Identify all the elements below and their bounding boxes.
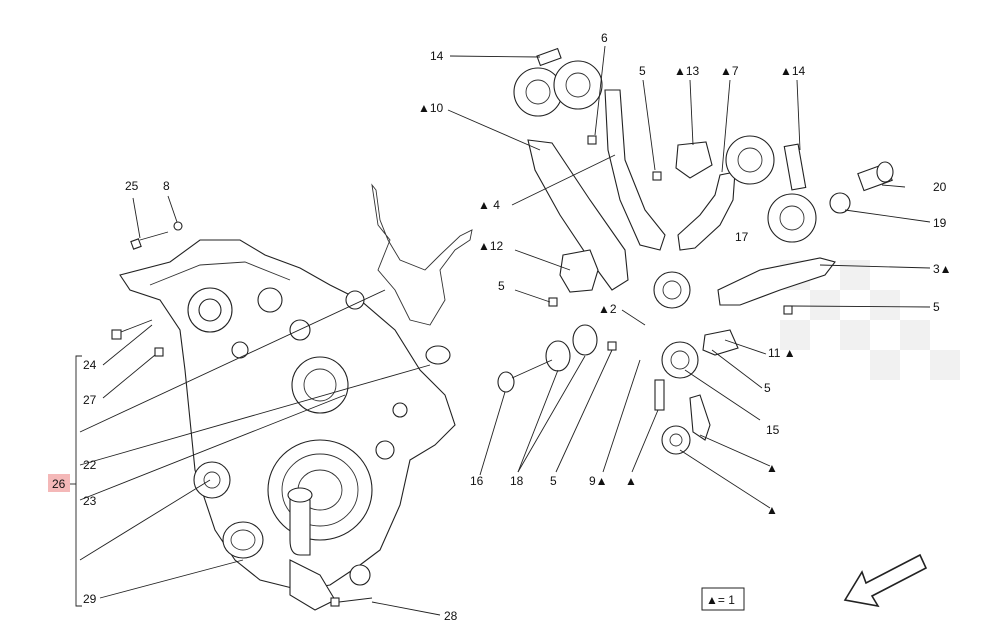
callout-26: 26 (52, 477, 66, 491)
nut-27 (154, 347, 164, 357)
callout-29: 29 (83, 592, 97, 606)
callout-8: 8 (163, 179, 170, 193)
triangle-marker-3: ▲ (766, 503, 778, 517)
callout-6: 6 (601, 31, 608, 45)
tensioner-11 (702, 329, 739, 356)
bolt-5b (548, 297, 558, 307)
watermark-flag (780, 260, 960, 380)
bolt-24 (111, 319, 153, 340)
callout-9: 9▲ (589, 474, 608, 488)
callout-5-top: 5 (639, 64, 646, 78)
bolt-5d (607, 341, 617, 351)
callout-12: ▲12 (478, 239, 504, 253)
bolt-28 (330, 597, 373, 607)
oil-pump-sprocket (661, 425, 691, 455)
callout-11: 11 ▲ (768, 346, 796, 360)
crank-sprocket (653, 271, 699, 379)
callout-15: 15 (766, 423, 780, 437)
callout-3: 3▲ (933, 262, 952, 276)
triangle-marker-2: ▲ (766, 461, 778, 475)
callout-4: ▲ 4 (478, 198, 500, 212)
callout-27: 27 (83, 393, 97, 407)
chain-link-14-right (783, 143, 807, 191)
direction-arrow-icon (843, 553, 928, 608)
callout-23: 23 (83, 494, 97, 508)
callout-26-highlight (48, 474, 70, 492)
callout-10: ▲10 (418, 101, 444, 115)
callout-24: 24 (83, 358, 97, 372)
guide-rail-10 (527, 139, 629, 291)
callout-14-right: ▲14 (780, 64, 806, 78)
callout-14: 14 (430, 49, 444, 63)
shaft-16 (497, 359, 553, 393)
callout-16: 16 (470, 474, 484, 488)
guide-15 (689, 394, 711, 441)
callout-2: ▲2 (598, 302, 617, 316)
bolt-25 (130, 231, 169, 250)
callout-5-bottom: 5 (550, 474, 557, 488)
callout-17: 17 (735, 230, 749, 244)
chain-9 (654, 379, 665, 411)
chain-guide-3 (717, 257, 836, 306)
callout-18: 18 (510, 474, 524, 488)
callout-22: 22 (83, 458, 97, 472)
cover-gasket (371, 183, 473, 326)
callout-5-right: 5 (933, 300, 940, 314)
callout-13: ▲13 (674, 64, 700, 78)
triangle-marker-1: ▲ (625, 474, 637, 488)
legend-text: ▲= 1 (706, 593, 735, 607)
callout-5-mid: 5 (764, 381, 771, 395)
chain-guide-7 (604, 89, 666, 251)
idler-gears-18 (545, 324, 598, 372)
seal-ring (425, 345, 451, 365)
tensioner-13 (675, 141, 713, 179)
callout-28: 28 (444, 609, 458, 623)
tensioner-12 (559, 249, 599, 293)
leader-lines (68, 45, 931, 616)
bolt-5a (652, 171, 662, 181)
callout-25: 25 (125, 179, 139, 193)
plug-20 (857, 161, 894, 192)
callout-5-left: 5 (498, 279, 505, 293)
cam-sprocket-right (725, 135, 817, 243)
timing-cover (119, 239, 456, 611)
callout-19: 19 (933, 216, 947, 230)
seal-19 (829, 192, 851, 214)
chain-link-14 (536, 47, 562, 67)
legend-box (701, 587, 745, 611)
callout-7: ▲7 (720, 64, 739, 78)
bolt-6 (587, 135, 597, 145)
cam-sprocket-upper (513, 60, 603, 117)
guide-rail-17 (677, 171, 736, 251)
bolt-5c (783, 305, 793, 315)
callout-20: 20 (933, 180, 947, 194)
washer-8 (173, 221, 183, 231)
